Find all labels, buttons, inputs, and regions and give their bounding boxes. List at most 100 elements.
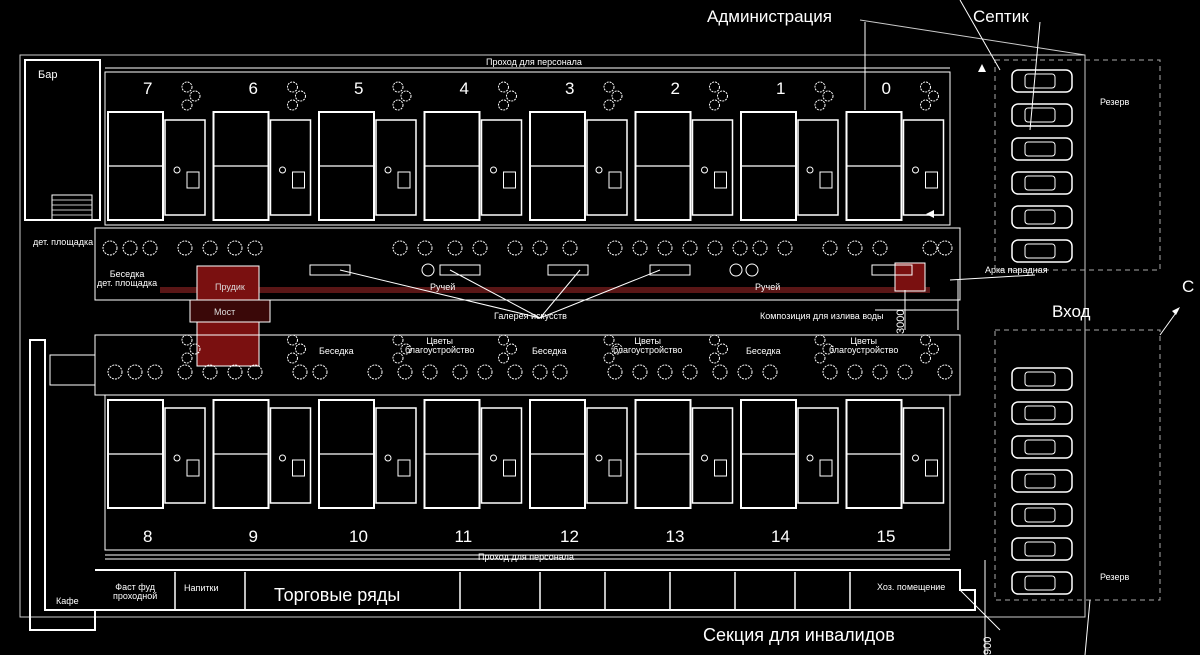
tree-icon [287, 99, 298, 111]
gallery-items-group [102, 240, 953, 380]
fountain-icon [729, 263, 743, 277]
tree-icon [920, 352, 931, 364]
tree-icon [632, 240, 648, 256]
north-arrow [1159, 309, 1179, 336]
tree-icon [142, 240, 158, 256]
label-water-composition: Композиция для излива воды [760, 311, 884, 321]
site-boundary [19, 54, 1086, 618]
tree-icon [227, 364, 243, 380]
tree-icon [498, 99, 509, 111]
tree-icon [367, 364, 383, 380]
label-staff-passage-top: Проход для персонала [486, 57, 582, 67]
tree-icon [292, 364, 308, 380]
tree-icon [937, 240, 953, 256]
tree-icon [814, 81, 826, 93]
unit-number: 2 [670, 79, 680, 98]
tree-icon [552, 364, 568, 380]
label-disabled-section: Секция для инвалидов [703, 625, 895, 645]
unit-bath [797, 407, 839, 504]
left-building [29, 339, 96, 631]
tree-icon [532, 364, 548, 380]
label-septic: Септик [973, 7, 1029, 26]
label-cafe: Кафе [56, 596, 79, 606]
tree-icon [709, 99, 720, 111]
tree-icon [928, 90, 939, 102]
unit-number: 10 [349, 527, 368, 546]
label-gazebo-1: Беседка [319, 346, 354, 356]
tree-icon [392, 99, 404, 111]
unit-bath [586, 407, 628, 504]
tree-icon [287, 352, 298, 364]
unit-bath [691, 407, 734, 504]
unit-bath [480, 407, 523, 504]
bottom-unit-block [104, 394, 951, 551]
tree-icon [712, 364, 728, 380]
label-arch: Арка парадная [985, 265, 1048, 275]
tree-icon [611, 343, 623, 355]
label-staff-passage-bottom: Проход для персонала [478, 552, 574, 562]
tree-icon [247, 240, 263, 256]
tree-icon [922, 240, 938, 256]
label-flowers-1: Цветы благоустройство [405, 336, 475, 355]
tree-icon [822, 364, 838, 380]
label-gazebo-3: Беседка [746, 346, 781, 356]
tree-icon [498, 81, 509, 93]
tree-icon [506, 90, 517, 102]
car-icon [1011, 137, 1073, 161]
parking-bottom-area [994, 329, 1161, 601]
label-stream-2: Ручей [755, 282, 781, 292]
bar-stair [51, 194, 93, 221]
tree-icon [181, 352, 193, 364]
label-flowers-3: Цветы благоустройство [829, 336, 899, 355]
tree-icon [752, 240, 768, 256]
tree-icon [181, 81, 193, 93]
gallery-pedestal [439, 264, 481, 276]
unit-number: 5 [354, 79, 364, 98]
unit-number: 1 [776, 79, 786, 98]
unit-bath [797, 119, 839, 216]
tree-icon [603, 81, 615, 93]
tree-icon [682, 240, 698, 256]
unit-number: 0 [881, 79, 891, 98]
tree-icon [312, 364, 328, 380]
tree-icon [507, 240, 523, 256]
car-icon [1011, 401, 1073, 425]
unit-bath [480, 119, 523, 216]
tree-icon [189, 90, 201, 102]
label-reserve-top: Резерв [1100, 97, 1130, 107]
tree-icon [603, 352, 615, 364]
tree-icon [717, 90, 728, 102]
tree-icon [657, 364, 673, 380]
tree-icon [607, 364, 623, 380]
unit-number: 7 [143, 79, 153, 98]
tree-icon [400, 90, 412, 102]
tree-icon [682, 364, 698, 380]
tree-icon [177, 364, 193, 380]
unit-bath [691, 119, 734, 216]
tree-icon [897, 364, 913, 380]
label-bar: Бар [38, 69, 58, 81]
bar-building [24, 59, 101, 221]
label-drinks: Напитки [184, 583, 219, 593]
label-reserve-bottom: Резерв [1100, 572, 1130, 582]
bottom-units-group [107, 334, 945, 509]
tree-icon [506, 343, 517, 355]
unit-number: 12 [560, 527, 579, 546]
boundary-top-line [859, 19, 1086, 56]
tree-icon [603, 334, 615, 346]
unit-bath [269, 119, 312, 216]
label-pond: Прудик [215, 282, 245, 292]
cars-top-group [1011, 69, 1073, 263]
tree-icon [181, 334, 193, 346]
tree-icon [777, 240, 793, 256]
tree-icon [814, 99, 826, 111]
unit-number: 8 [143, 527, 153, 546]
tree-icon [732, 240, 748, 256]
tree-icon [147, 364, 163, 380]
car-icon [1011, 69, 1073, 93]
car-icon [1011, 205, 1073, 229]
tree-icon [472, 240, 488, 256]
label-trading-rows: Торговые ряды [274, 585, 401, 605]
tree-icon [532, 240, 548, 256]
tree-icon [928, 343, 939, 355]
